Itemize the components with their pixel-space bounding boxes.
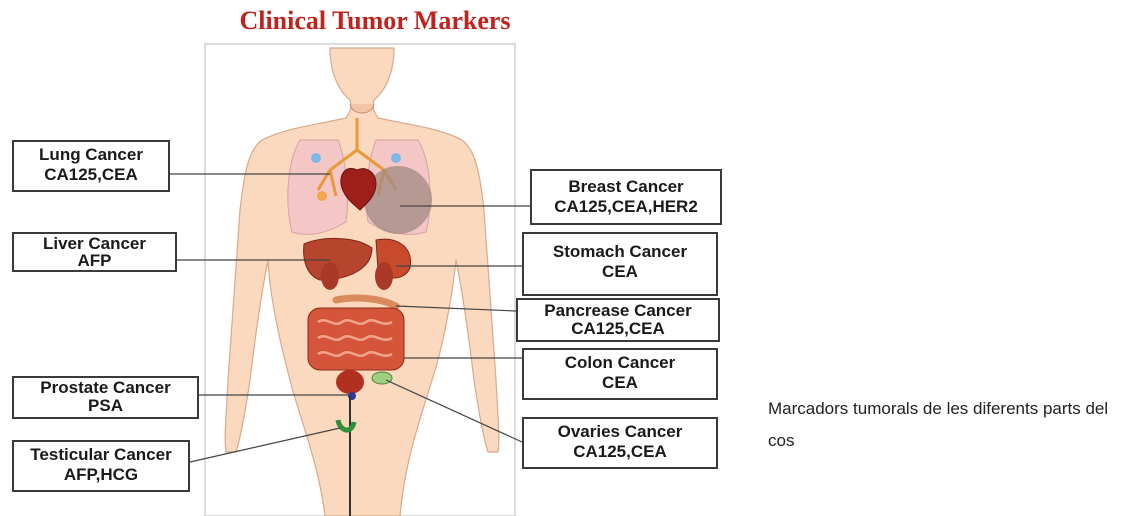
kidney-right <box>375 262 393 290</box>
label-name: Colon Cancer <box>524 353 716 373</box>
label-markers: AFP,HCG <box>14 465 188 485</box>
tumor-marker-diagram: Clinical Tumor Markers Lung Cancer CA125… <box>0 0 740 516</box>
label-markers: CA125,CEA,HER2 <box>532 197 720 217</box>
bronchi-blue-dot <box>391 153 401 163</box>
label-markers: CEA <box>524 262 716 282</box>
label-colon-cancer: Colon Cancer CEA <box>522 348 718 400</box>
label-pancrease-cancer: Pancrease Cancer CA125,CEA <box>516 298 720 342</box>
bronchi-blue-dot <box>311 153 321 163</box>
label-name: Pancrease Cancer <box>518 302 718 320</box>
label-name: Prostate Cancer <box>14 379 197 397</box>
label-ovaries-cancer: Ovaries Cancer CA125,CEA <box>522 417 718 469</box>
label-stomach-cancer: Stomach Cancer CEA <box>522 232 718 296</box>
bladder <box>336 370 364 394</box>
label-name: Breast Cancer <box>532 177 720 197</box>
label-name: Stomach Cancer <box>524 242 716 262</box>
label-prostate-cancer: Prostate Cancer PSA <box>12 376 199 419</box>
bronchi-orange-dot <box>317 191 327 201</box>
label-testicular-cancer: Testicular Cancer AFP,HCG <box>12 440 190 492</box>
figure-caption: Marcadors tumorals de les diferents part… <box>768 393 1118 457</box>
label-name: Ovaries Cancer <box>524 422 716 442</box>
label-markers: CEA <box>524 373 716 393</box>
label-markers: CA125,CEA <box>524 442 716 462</box>
label-markers: CA125,CEA <box>14 165 168 185</box>
label-liver-cancer: Liver Cancer AFP <box>12 232 177 272</box>
label-markers: AFP <box>14 252 175 269</box>
kidney-left <box>321 262 339 290</box>
label-lung-cancer: Lung Cancer CA125,CEA <box>12 140 170 192</box>
ovary <box>372 372 392 384</box>
label-name: Lung Cancer <box>14 145 168 165</box>
diagram-title: Clinical Tumor Markers <box>170 6 580 36</box>
label-name: Liver Cancer <box>14 235 175 252</box>
label-breast-cancer: Breast Cancer CA125,CEA,HER2 <box>530 169 722 225</box>
label-markers: CA125,CEA <box>518 320 718 338</box>
label-markers: PSA <box>14 397 197 415</box>
label-name: Testicular Cancer <box>14 445 188 465</box>
